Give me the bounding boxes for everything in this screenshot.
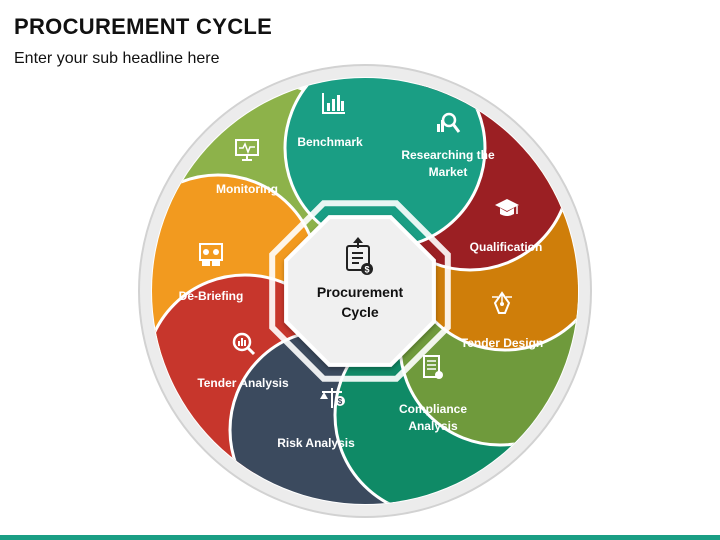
scale-money-icon: $ [320,388,345,408]
document-check-icon [423,355,443,379]
footer-bar [0,535,720,540]
stage-label-tender-design: Tender Design [461,336,543,350]
stage-label-de-briefing: De-Briefing [179,289,244,303]
stage-label-benchmark: Benchmark [297,135,363,149]
center-octagon [284,215,436,367]
center-label-line2: Cycle [341,304,379,320]
svg-text:$: $ [338,397,343,406]
stage-label-researching-the-line2: Market [429,165,468,179]
meeting-board-icon [199,243,223,266]
stage-label-compliance: Compliance [399,402,467,416]
magnifier-chart-icon [232,332,256,356]
center-label-line1: Procurement [317,284,404,300]
bar-chart-icon [322,93,345,114]
pen-nib-icon [492,291,512,314]
stage-label-tender-analysis: Tender Analysis [197,376,289,390]
stage-label-compliance-line2: Analysis [408,419,458,433]
research-magnifier-icon [437,112,461,133]
page-subtitle: Enter your sub headline here [14,50,220,67]
stage-label-qualification: Qualification [470,240,543,254]
stage-label-risk-analysis: Risk Analysis [277,436,355,450]
monitor-pulse-icon [235,139,259,161]
svg-text:$: $ [364,265,369,275]
procurement-clipboard-icon: $ [346,237,373,275]
stage-label-researching-the: Researching the [401,148,495,162]
page-title: PROCUREMENT CYCLE [14,14,273,39]
stage-label-monitoring: Monitoring [216,182,278,196]
graduation-cap-icon [495,199,519,216]
center-octagon-ring [269,200,451,382]
